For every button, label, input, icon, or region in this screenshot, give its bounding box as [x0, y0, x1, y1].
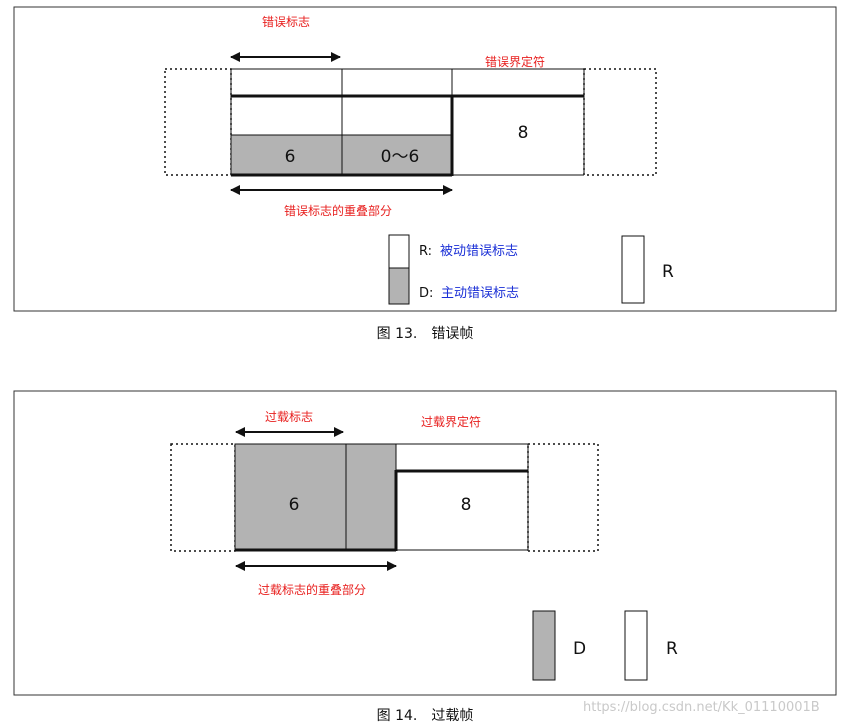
- dominant-block-0-6: [341, 134, 453, 176]
- right-dotted-field: [583, 68, 657, 176]
- legend-r-text: 被动错误标志: [440, 244, 518, 259]
- right-dotted-field-14: [527, 443, 599, 552]
- legend-r-big-box-14: [624, 610, 648, 681]
- cell-6: 6: [285, 147, 296, 167]
- legend-r-prefix: R:: [419, 244, 432, 259]
- legend-r-big-box: [621, 235, 645, 304]
- overload-cell-8: 8: [461, 495, 472, 515]
- overload-block-overlap: [345, 443, 397, 551]
- watermark: https://blog.csdn.net/Kk_01110001B: [583, 700, 820, 715]
- legend-d-big-box: [532, 610, 556, 681]
- error-flag-label: 错误标志: [262, 15, 310, 29]
- legend-r-big-label: R: [662, 262, 674, 282]
- overload-delimiter-label: 过载界定符: [421, 414, 481, 429]
- figure-14-frame: [13, 390, 837, 696]
- overload-cell-6: 6: [289, 495, 300, 515]
- error-delimiter-label: 错误界定符: [485, 54, 545, 69]
- overlap-label: 错误标志的重叠部分: [284, 203, 392, 218]
- cell-0-6: 0～6: [381, 147, 420, 167]
- overload-overlap-label: 过载标志的重叠部分: [258, 582, 366, 597]
- figure-13-frame: [13, 6, 837, 312]
- left-dotted-field-14: [170, 443, 236, 552]
- legend-r-swatch: [388, 234, 410, 269]
- figure-14-caption: 图 14. 过载帧: [377, 708, 474, 724]
- figure-14: 过载标志 过载界定符 6 8 过载标志的重叠部分 D R: [13, 390, 837, 696]
- overload-flag-label: 过载标志: [265, 410, 313, 424]
- legend-d-prefix: D:: [419, 286, 433, 301]
- left-dotted-field: [164, 68, 232, 176]
- figure-13-caption: 图 13. 错误帧: [377, 326, 474, 342]
- legend-d-swatch: [388, 267, 410, 305]
- legend-r-big-label-14: R: [666, 639, 678, 659]
- legend-d-text: 主动错误标志: [441, 286, 519, 301]
- legend-d-big-label: D: [573, 639, 586, 659]
- cell-8: 8: [518, 123, 529, 143]
- figure-13: 错误标志 错误界定符 6 0～6 8 错误标志的重叠部分 R: 被: [13, 6, 837, 312]
